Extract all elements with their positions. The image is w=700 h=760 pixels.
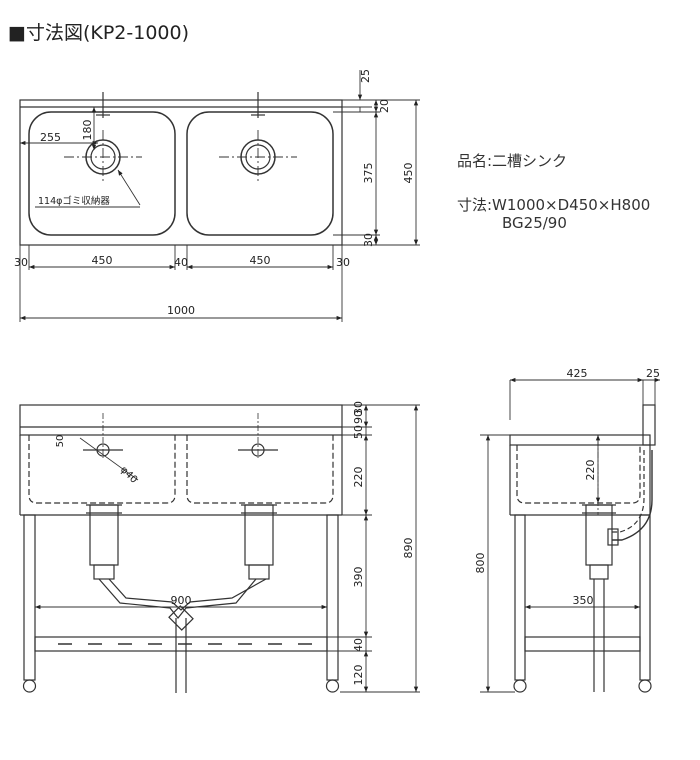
- dim-right-margin: 30: [336, 256, 350, 269]
- dim-foot: 120: [352, 665, 365, 686]
- dim-shelf: 40: [352, 638, 365, 652]
- spec-name: 品名:二槽シンク: [457, 152, 568, 170]
- dim-rim: 50: [352, 425, 365, 439]
- front-top-rail: [19, 404, 343, 436]
- dim-drain-height: 390: [352, 567, 365, 588]
- spec-size: 寸法:W1000×D450×H800: [457, 196, 651, 214]
- overflow-pipe: [612, 450, 653, 541]
- page-title: ■寸法図(KP2-1000): [8, 22, 189, 44]
- dim-side-bg: 25: [646, 367, 660, 380]
- leg-side-back: [639, 514, 651, 681]
- spec-bg: BG25/90: [502, 214, 567, 232]
- side-backguard: [642, 404, 656, 446]
- dim-bowl-depth: 375: [362, 163, 375, 184]
- side-top-rail: [509, 434, 651, 446]
- top-view-outline: [19, 99, 343, 246]
- dim-left-margin: 30: [14, 256, 28, 269]
- dim-side-height: 800: [474, 553, 487, 574]
- drain-note: 114φゴミ収納器: [38, 195, 110, 207]
- front-view: [19, 404, 343, 693]
- dim-bowl2: 450: [250, 254, 271, 267]
- bowl-left-front: [28, 435, 176, 504]
- dim-total-depth: 450: [402, 163, 415, 184]
- dim-bg-depth: 25: [359, 69, 372, 83]
- dim-drain-y: 180: [81, 120, 94, 141]
- bowl-side: [516, 445, 641, 504]
- side-view: [509, 404, 656, 693]
- dim-drain-pitch: 900: [171, 594, 192, 607]
- dim-mid: 40: [174, 256, 188, 269]
- dim-overflow: 50: [55, 435, 66, 448]
- dim-bowl-height: 220: [352, 467, 365, 488]
- dim-top-gap: 20: [378, 99, 391, 113]
- drain-trap-left: [89, 504, 119, 566]
- dim-total-height: 890: [402, 538, 415, 559]
- dim-bowl1: 450: [92, 254, 113, 267]
- dim-rim2: 30: [352, 401, 365, 415]
- drain-trap-right: [244, 504, 274, 566]
- leg-side-front: [514, 514, 526, 681]
- undershelf: [34, 636, 328, 652]
- drain-pipe: [98, 578, 257, 619]
- dim-total-width: 1000: [167, 304, 195, 317]
- dim-bg-height: 90: [352, 410, 365, 424]
- top-view: [19, 92, 343, 246]
- dim-bottom-gap: 30: [362, 233, 375, 247]
- dim-overflow-dia: φ40: [118, 464, 139, 485]
- leg-front-right: [326, 514, 339, 681]
- bowl-right-top: [186, 111, 334, 236]
- dim-drain-x: 255: [40, 131, 61, 144]
- dim-side-depth: 425: [567, 367, 588, 380]
- dim-side-drain-offset: 350: [573, 594, 594, 607]
- leg-front-left: [23, 514, 36, 681]
- bowl-left-top: [28, 111, 176, 236]
- dim-side-bowl-height: 220: [584, 460, 597, 481]
- bowl-right-front: [186, 435, 334, 504]
